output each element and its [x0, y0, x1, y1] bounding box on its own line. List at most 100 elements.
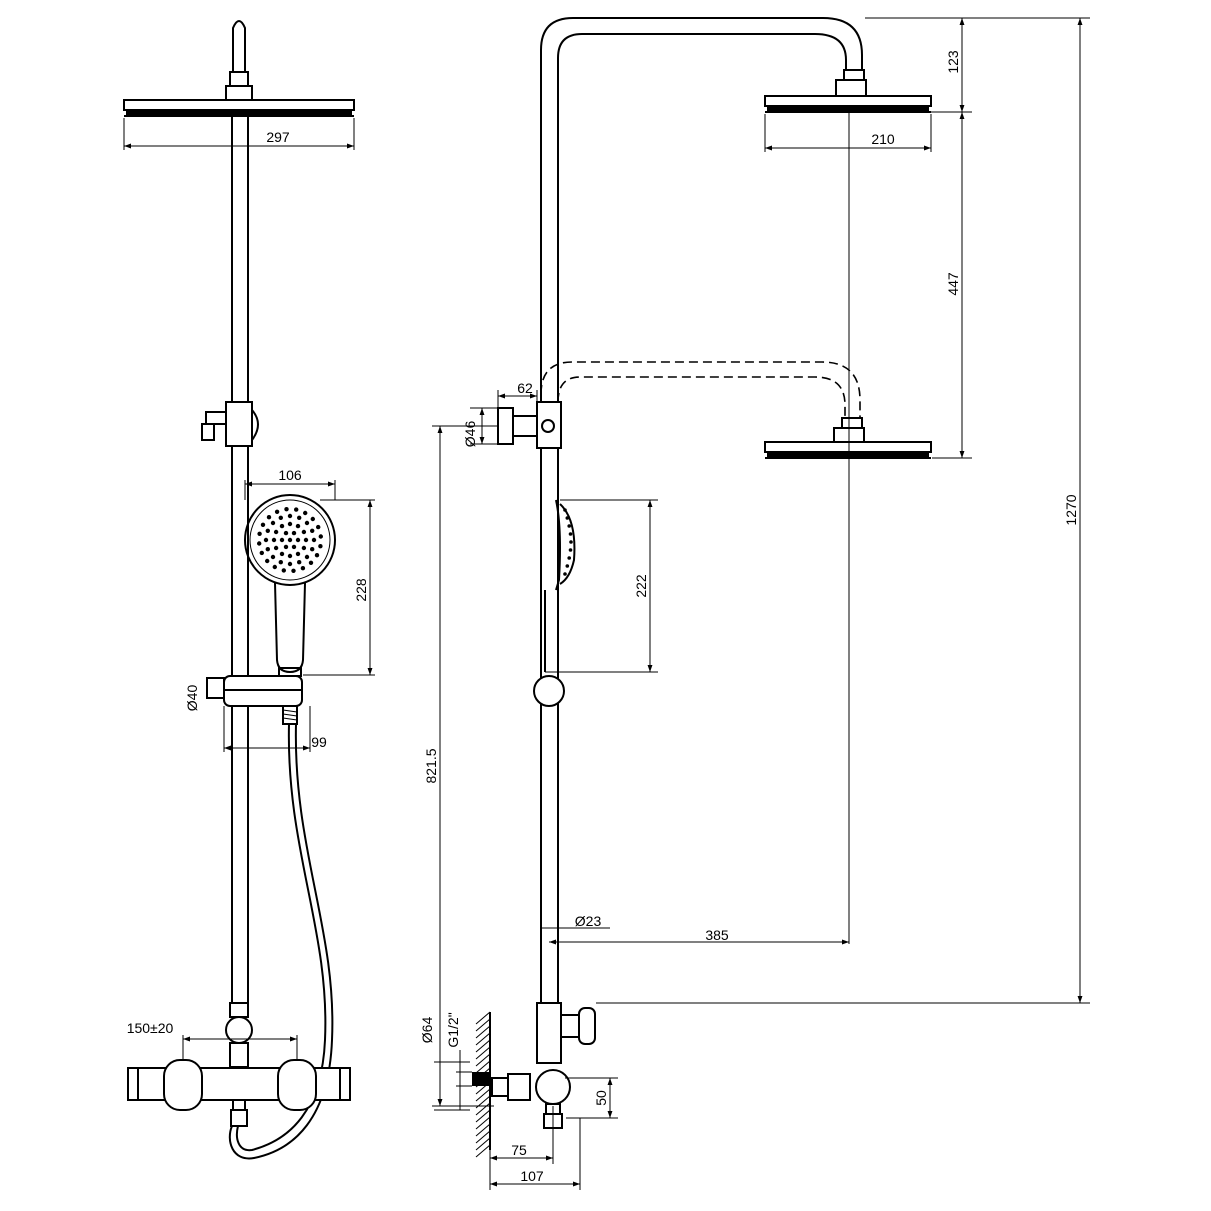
side-slider-knob: [533, 675, 565, 707]
wall-hatch-line: [475, 1011, 491, 1025]
wall-hatch-line: [475, 1102, 491, 1116]
nozzle-dot: [308, 560, 314, 565]
nozzle-dot: [318, 544, 323, 549]
wall-hatch-line: [475, 1053, 491, 1067]
nozzle-dot: [295, 523, 301, 529]
nozzle-dot: [310, 516, 315, 522]
side-hand-shower: [544, 499, 576, 672]
dim-slider-diameter: Ø40: [184, 685, 200, 712]
side-view-dimensions: 123 210 447 1270 62 Ø46 821.5 22: [419, 17, 1090, 1190]
nozzle-dot: [263, 537, 269, 543]
nozzle-dot: [266, 515, 272, 520]
nozzle-dot: [270, 554, 276, 560]
side-wall-section: [472, 1011, 491, 1158]
dim-bracket-height: 821.5: [423, 748, 439, 783]
wall-hatch-line: [475, 1109, 491, 1123]
nozzle-dot: [291, 568, 296, 573]
dim-inlet-spacing: 150±20: [127, 1020, 174, 1036]
nozzle-dot: [310, 547, 315, 552]
side-nozzle-dot: [567, 524, 571, 528]
side-nozzle-dot: [565, 564, 570, 568]
nozzle-dot: [314, 553, 320, 558]
nozzle-dot: [303, 537, 309, 543]
wall-hatch-line: [475, 1039, 491, 1053]
hose: [228, 723, 334, 1160]
side-nozzle-dot: [563, 572, 567, 576]
nozzle-dot: [270, 520, 276, 526]
dim-depth-inner: 75: [511, 1142, 527, 1158]
wall-hatch-line: [475, 1130, 491, 1144]
dim-head-width: 297: [266, 129, 290, 145]
nozzle-dot: [273, 545, 279, 551]
dim-total-height: 1270: [1063, 494, 1079, 525]
wall-hatch-line: [475, 1088, 491, 1102]
nozzle-dot: [279, 551, 285, 557]
side-riser-arm: [540, 17, 863, 1003]
riser-pipe: [231, 116, 249, 1003]
front-view: [123, 20, 355, 1160]
wall-hatch-line: [475, 1123, 491, 1137]
dim-flange-diameter: Ø64: [419, 1017, 435, 1044]
nozzle-dot: [283, 544, 289, 550]
nozzle-dot: [301, 545, 307, 551]
wall-hatch-line: [475, 1116, 491, 1130]
nozzle-dot: [300, 566, 306, 571]
nozzle-dot: [287, 521, 293, 527]
nozzle-dot: [265, 547, 270, 552]
dim-hand-shower-width: 106: [278, 467, 302, 483]
nozzle-dot: [284, 507, 289, 512]
nozzle-dot: [272, 564, 277, 570]
wall-hatch-line: [475, 1025, 491, 1039]
nozzle-dot: [295, 537, 301, 543]
wall-hatch-line: [475, 1137, 491, 1151]
wall-hatch-line: [475, 1060, 491, 1074]
nozzle-dot: [259, 550, 264, 556]
nozzle-dot: [287, 561, 293, 567]
nozzle-dot: [297, 560, 302, 565]
wall-hatch-line: [475, 1018, 491, 1032]
side-nozzle-dot: [565, 516, 570, 520]
wall-hatch-line: [475, 1046, 491, 1060]
nozzle-dot: [295, 551, 301, 557]
dim-bracket-diameter: Ø46: [462, 421, 478, 448]
nozzle-dot: [316, 524, 321, 530]
dim-head-diameter: 210: [871, 131, 895, 147]
nozzle-dot: [279, 523, 285, 529]
side-lowered-arm-dashed: [540, 361, 932, 459]
nozzle-dot: [273, 529, 279, 535]
hand-shower: [244, 494, 336, 677]
overhead-shower-head: [123, 99, 355, 117]
side-nozzle-dot: [569, 540, 573, 544]
nozzle-dot: [287, 537, 293, 543]
nozzle-dot: [291, 530, 297, 536]
nozzle-dot: [287, 513, 293, 519]
dim-side-hand-shower-length: 222: [633, 574, 649, 598]
nozzle-dot: [304, 520, 310, 526]
wall-hatch-line: [475, 1144, 491, 1158]
hand-shower-slider: [206, 675, 303, 725]
dim-pipe-diameter: Ø23: [575, 913, 602, 929]
nozzle-dot: [310, 528, 315, 533]
nozzle-dot: [271, 537, 277, 543]
nozzle-dot: [304, 554, 310, 560]
nozzle-dot: [294, 507, 299, 512]
dim-bracket-offset: 62: [517, 380, 533, 396]
side-upper-head: [764, 69, 932, 113]
nozzle-dot: [265, 528, 270, 533]
dim-top-offset: 123: [945, 50, 961, 74]
nozzle-dot: [278, 560, 283, 565]
nozzle-dot: [281, 568, 286, 573]
dim-holder-projection: 99: [311, 734, 327, 750]
nozzle-dot: [311, 537, 317, 543]
dim-thread: G1/2": [445, 1012, 461, 1047]
dim-hand-shower-length: 228: [353, 578, 369, 602]
side-mixer: [491, 1002, 596, 1129]
diverter-clamp: [201, 401, 259, 447]
nozzle-dot: [318, 534, 323, 539]
nozzle-dot: [265, 558, 270, 564]
dim-depth-outer: 107: [520, 1168, 544, 1184]
thermostatic-mixer: [127, 1002, 351, 1127]
nozzle-dot: [303, 510, 308, 516]
side-nozzle-dot: [568, 532, 573, 536]
